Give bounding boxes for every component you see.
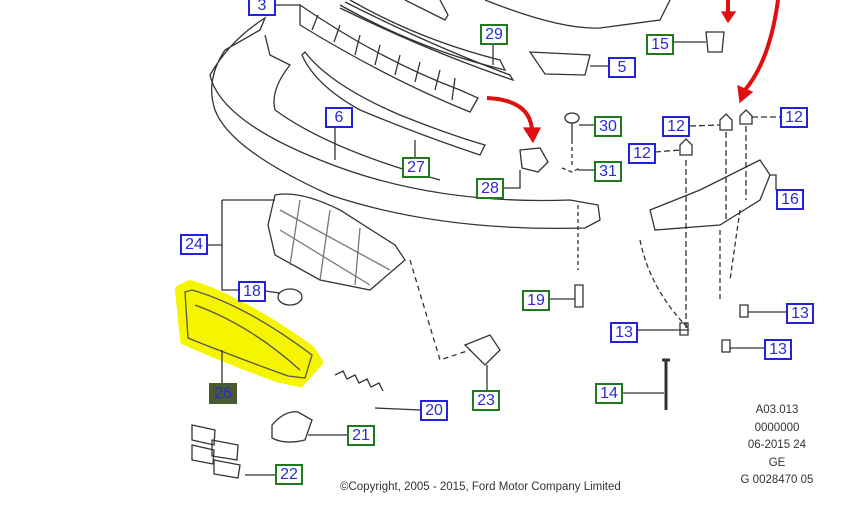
clip-15 xyxy=(672,31,725,53)
leader-28 xyxy=(502,170,521,189)
bracket-top xyxy=(404,0,449,21)
strip-29 xyxy=(339,1,515,82)
callout-18[interactable]: 18 xyxy=(238,281,266,302)
nut-12c xyxy=(739,109,753,125)
ford-emblem xyxy=(277,288,303,306)
red-arrow-head xyxy=(522,127,542,144)
clip-28 xyxy=(519,147,549,173)
grille-upper xyxy=(299,3,479,113)
red-arrow-head-2 xyxy=(720,11,737,24)
callout-27[interactable]: 27 xyxy=(402,157,430,178)
drawing-code-line: 0000000 xyxy=(754,421,800,434)
callout-13[interactable]: 13 xyxy=(786,303,814,324)
callout-3[interactable]: 3 xyxy=(248,0,276,16)
callout-23[interactable]: 23 xyxy=(472,390,500,411)
clips-22 xyxy=(191,424,241,479)
clip-30 xyxy=(564,112,580,140)
radiator-grille xyxy=(267,193,406,291)
spring-20 xyxy=(334,370,384,392)
drawing-code-line: GE xyxy=(768,456,786,469)
callout-31[interactable]: 31 xyxy=(594,161,622,182)
callout-5[interactable]: 5 xyxy=(608,57,636,78)
callout-12[interactable]: 12 xyxy=(662,116,690,137)
bolts-13 xyxy=(638,304,786,353)
drawing-code-line: 06-2015 24 xyxy=(747,439,807,451)
lower-strip-27 xyxy=(301,51,486,156)
bumper-inner xyxy=(264,34,441,181)
red-arrow-icon-3 xyxy=(743,0,780,92)
callout-30[interactable]: 30 xyxy=(594,116,622,137)
callout-14[interactable]: 14 xyxy=(595,383,623,404)
red-arrow-icon xyxy=(486,96,534,131)
callout-6[interactable]: 6 xyxy=(325,107,353,128)
nut-12b xyxy=(719,113,733,131)
callout-12[interactable]: 12 xyxy=(780,107,808,128)
callout-15[interactable]: 15 xyxy=(646,34,674,55)
leader-24 xyxy=(205,199,275,291)
callout-20[interactable]: 20 xyxy=(420,400,448,421)
copyright-notice: ©Copyright, 2005 - 2015, Ford Motor Comp… xyxy=(340,481,621,493)
bracket-16 xyxy=(649,159,771,231)
callout-22[interactable]: 22 xyxy=(275,464,303,485)
callout-21[interactable]: 21 xyxy=(347,425,375,446)
drawing-code-block: A03.013 0000000 06-2015 24 GE G 0028470 … xyxy=(722,402,832,490)
bumper-cover xyxy=(209,16,601,230)
drawing-code-line: A03.013 xyxy=(755,404,799,416)
stud-14 xyxy=(662,358,670,410)
callout-24[interactable]: 24 xyxy=(180,234,208,255)
drawing-code-line: G 0028470 05 xyxy=(740,474,814,486)
upper-trim-strip xyxy=(339,0,507,71)
callout-13[interactable]: 13 xyxy=(610,322,638,343)
callout-28[interactable]: 28 xyxy=(476,178,504,199)
leader-18 xyxy=(264,290,281,294)
callout-13[interactable]: 13 xyxy=(764,339,792,360)
callout-19[interactable]: 19 xyxy=(522,290,550,311)
callout-26-highlighted[interactable]: 26 xyxy=(209,383,237,404)
leader-16 xyxy=(770,174,777,190)
callout-16[interactable]: 16 xyxy=(776,189,804,210)
callout-12[interactable]: 12 xyxy=(628,143,656,164)
lower-grille-26 xyxy=(184,289,313,379)
bolt-19 xyxy=(548,284,584,308)
bracket-23 xyxy=(463,334,501,366)
leader-20 xyxy=(374,407,421,411)
grille-mesh xyxy=(279,199,391,286)
clip-31 xyxy=(561,140,581,270)
nut-12a xyxy=(679,138,693,156)
bracket-16-body xyxy=(639,209,741,331)
grille-bars xyxy=(311,14,456,101)
fog-lamp-bezel xyxy=(528,51,591,76)
highlighted-part-26 xyxy=(175,280,323,387)
callout-29[interactable]: 29 xyxy=(480,24,508,45)
dashed-guide xyxy=(409,259,471,361)
red-arrow-head-3 xyxy=(737,84,754,104)
pushpin-21 xyxy=(271,411,313,443)
leaders-12 xyxy=(654,116,780,330)
headlamp-edge xyxy=(484,0,671,29)
